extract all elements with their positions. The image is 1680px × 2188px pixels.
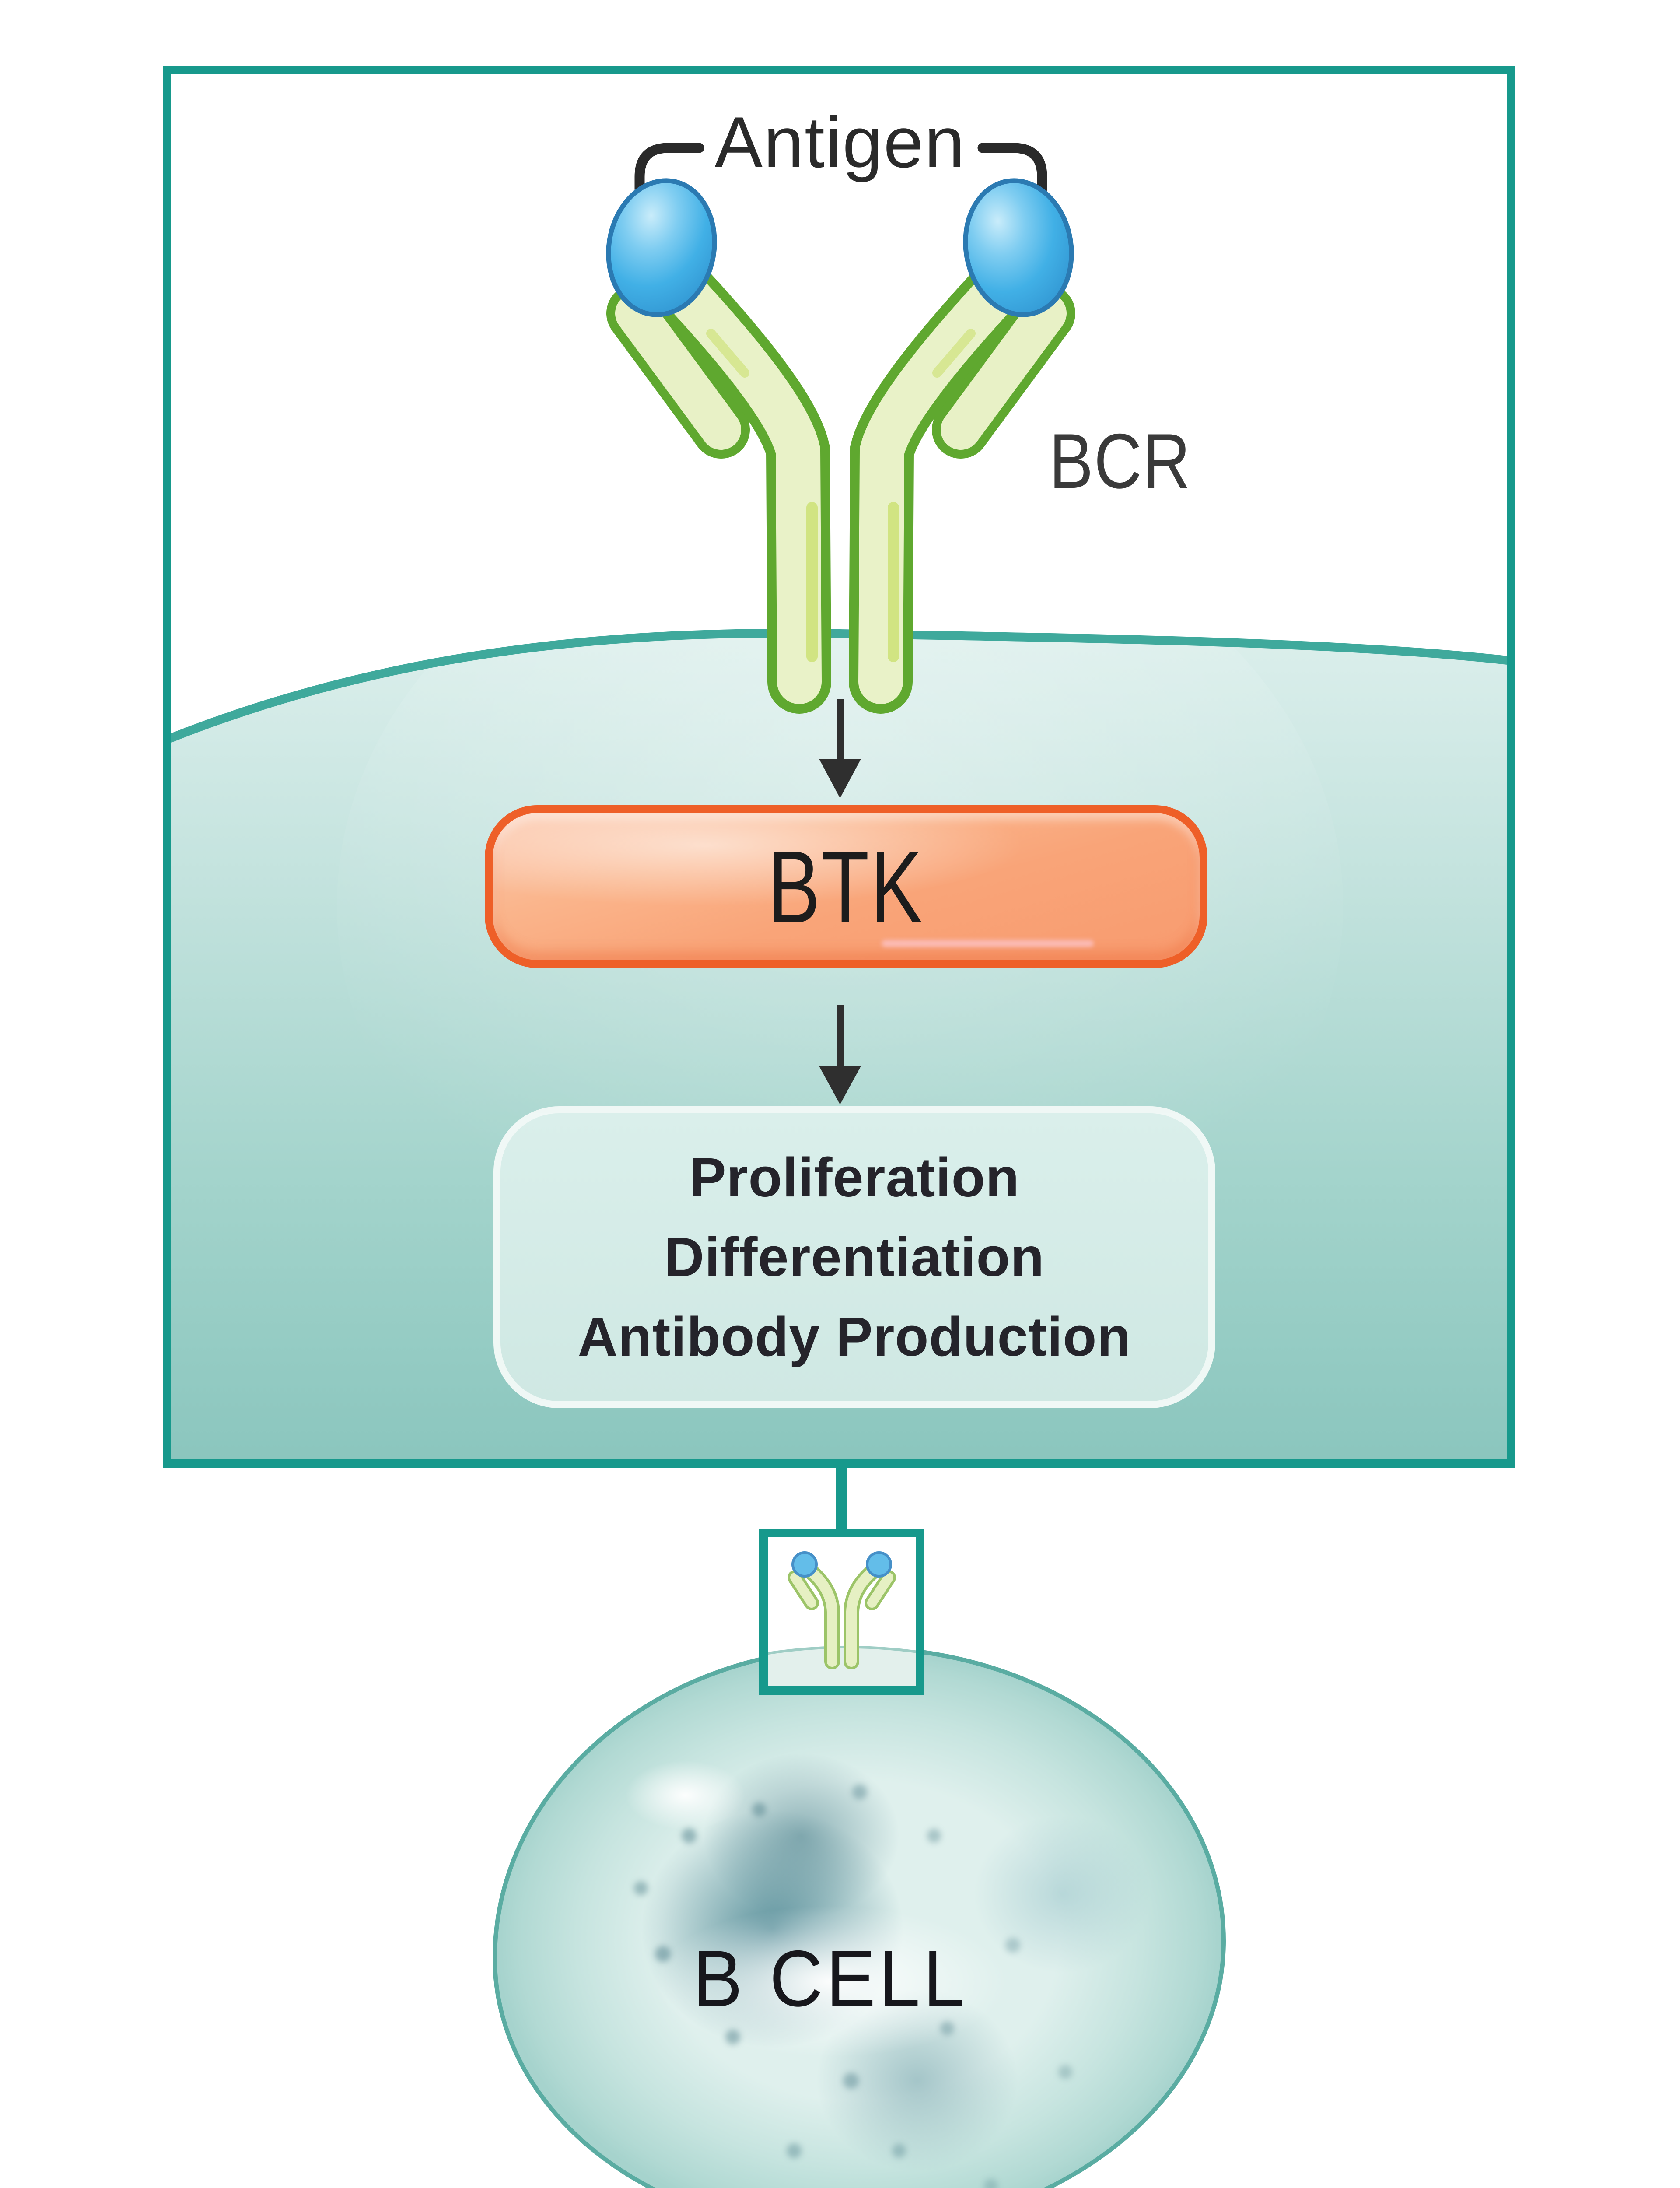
btk-label: BTK [768, 829, 924, 944]
outcomes-box: Proliferation Differentiation Antibody P… [494, 1106, 1215, 1408]
outcome-proliferation: Proliferation [689, 1147, 1020, 1208]
zoom-inset-box [759, 1529, 924, 1695]
mini-bcr-antibody-icon [788, 1564, 896, 1669]
b-cell-nucleus-speckles [497, 1650, 503, 1656]
inset-art [768, 1551, 916, 1686]
membrane-line [172, 628, 1507, 743]
connector-line [836, 1466, 847, 1532]
bcr-label: BCR [1049, 417, 1191, 505]
b-cell: B CELL [493, 1645, 1226, 2188]
mini-antigen-sphere-left-icon [791, 1551, 818, 1578]
antigen-label: Antigen [714, 102, 966, 182]
outcome-antibody-production: Antibody Production [578, 1306, 1131, 1368]
inset-membrane-arc [768, 1647, 916, 1686]
outcome-differentiation: Differentiation [664, 1226, 1045, 1288]
b-cell-label: B CELL [693, 1934, 968, 2023]
btk-node: BTK [485, 805, 1208, 968]
mini-antigen-sphere-right-icon [866, 1551, 892, 1578]
